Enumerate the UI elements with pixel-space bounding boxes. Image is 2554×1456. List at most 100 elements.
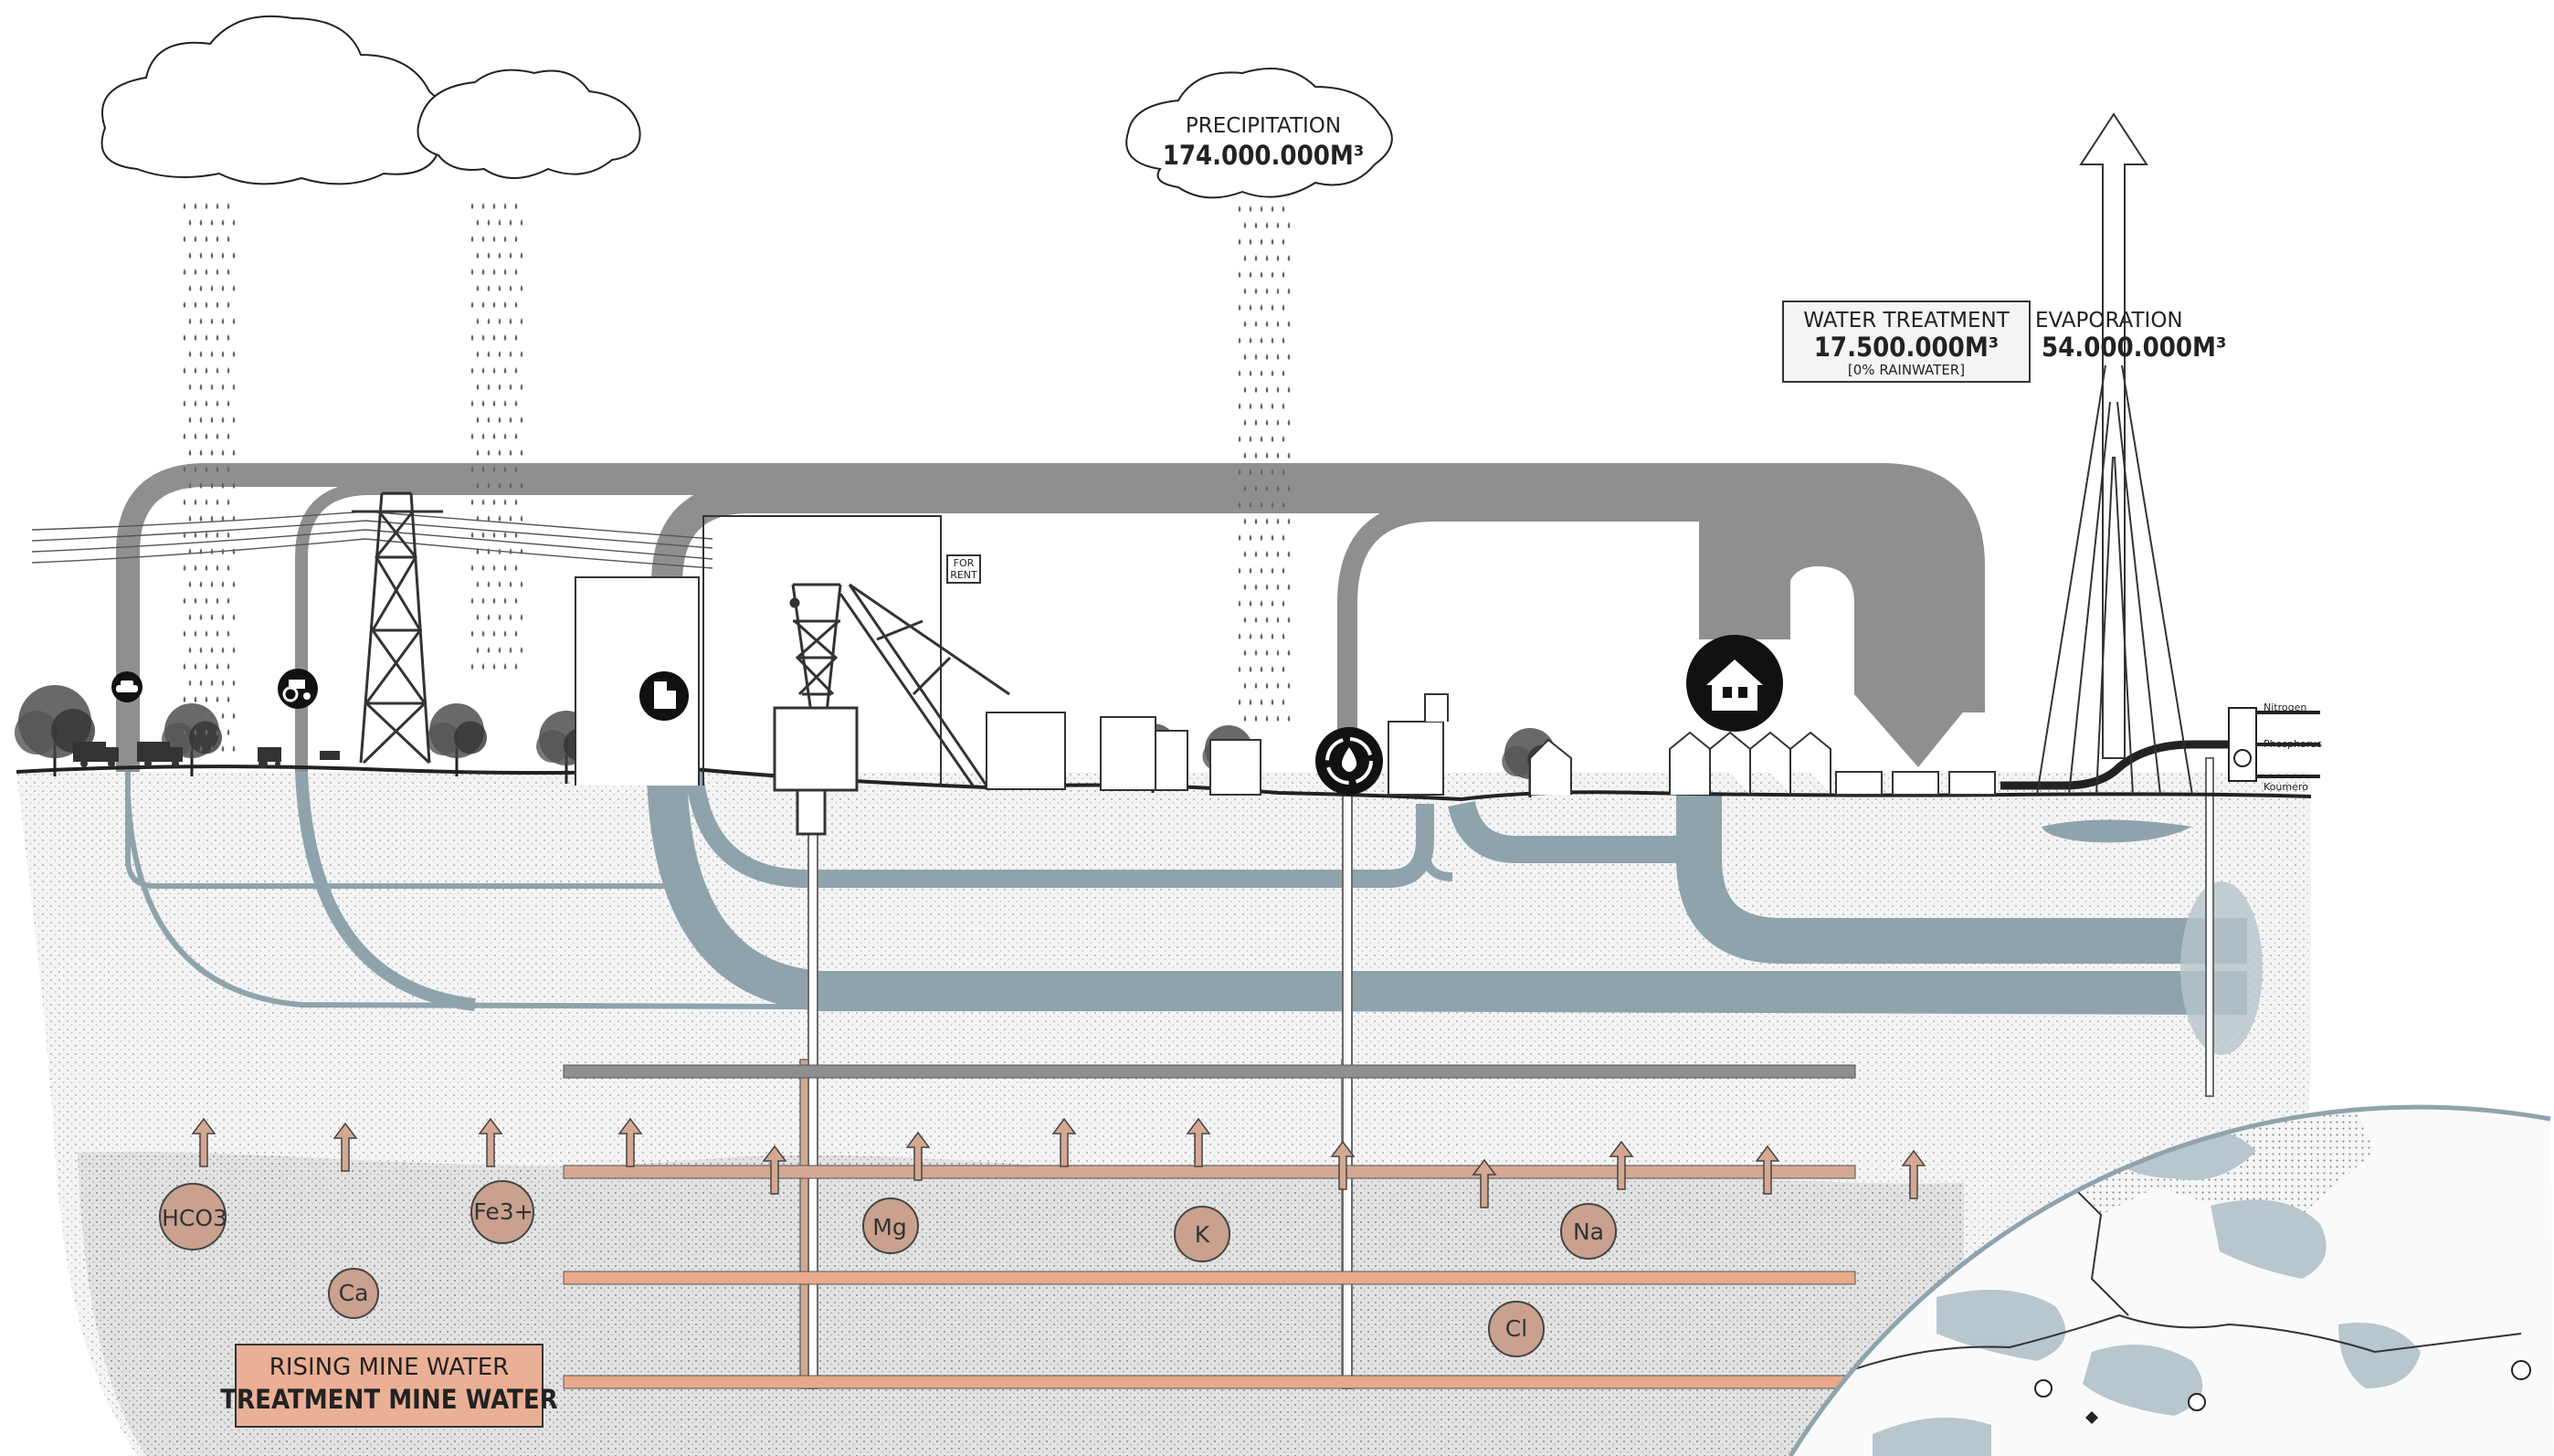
rain-drop <box>1266 617 1269 623</box>
rain-drop <box>211 219 214 226</box>
rain-drop <box>1239 337 1241 343</box>
rain-drop <box>1277 419 1280 426</box>
rain-drop <box>1288 353 1291 360</box>
rain-drop <box>216 499 219 505</box>
rain-drop <box>471 564 474 571</box>
rain-drop <box>1288 288 1291 294</box>
ion-cl: Cl <box>1505 1315 1527 1342</box>
rain-drop <box>488 318 491 324</box>
rain-drop <box>1282 436 1285 442</box>
rain-drop <box>482 532 485 538</box>
rain-drop <box>477 318 480 324</box>
rain-drop <box>1266 715 1269 722</box>
rain-drop <box>521 351 523 357</box>
for-rent-line-2: RENT <box>950 569 977 581</box>
rain-drop <box>482 499 485 505</box>
rain-drop <box>1255 584 1258 590</box>
rain-drop <box>1250 271 1252 278</box>
rain-drop <box>1261 600 1263 607</box>
rain-drop <box>499 548 501 554</box>
rain-drop <box>504 564 507 571</box>
rain-drop <box>477 449 480 456</box>
rain-drop <box>510 351 512 357</box>
rain-drop <box>211 647 214 653</box>
rain-drop <box>515 597 518 604</box>
rain-drop <box>510 581 512 587</box>
rain-drop <box>515 269 518 275</box>
rain-drop <box>1250 206 1252 212</box>
rain-drop <box>211 252 214 258</box>
for-rent-line-1: FOR <box>954 557 975 569</box>
rain-drop <box>189 449 192 456</box>
rain-drop <box>200 581 203 587</box>
rain-drop <box>1244 617 1247 623</box>
rain-drop <box>1282 534 1285 541</box>
rain-drop <box>195 597 197 604</box>
outlet-label-phosphorus: Phosphorus <box>2264 738 2322 750</box>
rain-drop <box>206 433 208 439</box>
rain-drop <box>1250 370 1252 376</box>
rain-drop <box>504 532 507 538</box>
rain-drop <box>521 647 523 653</box>
rain-drop <box>184 334 186 341</box>
rain-drop <box>216 203 219 209</box>
rain-drop <box>206 564 208 571</box>
rain-drop <box>488 548 491 554</box>
rain-drop <box>211 318 214 324</box>
rain-drop <box>206 532 208 538</box>
rain-drop <box>222 680 225 686</box>
pylon <box>352 493 443 763</box>
rain-drop <box>510 515 512 522</box>
rain-drop <box>493 630 496 637</box>
rain-drop <box>195 203 197 209</box>
rain-drop <box>1250 534 1252 541</box>
rain-drop <box>471 400 474 406</box>
rain-drop <box>216 564 219 571</box>
rain-drop <box>1255 551 1258 557</box>
rain-drop <box>1239 403 1241 409</box>
rain-drop <box>184 203 186 209</box>
gallery-rising <box>564 1166 1855 1178</box>
rain-drop <box>515 334 518 341</box>
rain-drop <box>504 499 507 505</box>
rain-drop <box>195 433 197 439</box>
rain-drop <box>504 367 507 374</box>
rain-drop <box>227 269 230 275</box>
rain-drop <box>200 614 203 620</box>
rain-drop <box>1282 337 1285 343</box>
rain-drop <box>1277 222 1280 228</box>
rain-drop <box>216 400 219 406</box>
rain-drop <box>471 334 474 341</box>
rain-drop <box>499 384 501 390</box>
rain-drop <box>1288 419 1291 426</box>
rain-drop <box>222 384 225 390</box>
rain-drop <box>222 219 225 226</box>
rain-drop <box>1244 321 1247 327</box>
rain-drop <box>189 581 192 587</box>
rain-drop <box>1288 551 1291 557</box>
evaporation-value: 54.000.000M³ <box>2042 332 2226 363</box>
rain-drop <box>1266 321 1269 327</box>
rain-drop <box>1288 617 1291 623</box>
rain-drop <box>488 449 491 456</box>
rain-drop <box>1255 682 1258 689</box>
rain-drop <box>189 219 192 226</box>
precipitation-label: PRECIPITATION <box>1186 114 1341 138</box>
rain-drop <box>222 351 225 357</box>
house-icon <box>1686 635 1783 732</box>
rain-drop <box>1277 682 1280 689</box>
rain-drop <box>1244 715 1247 722</box>
rain-drop <box>233 252 236 258</box>
rain-drop <box>227 203 230 209</box>
rain-drop <box>1255 288 1258 294</box>
outlet-label-koumero: Koumero <box>2264 781 2308 793</box>
rain-drop <box>206 696 208 702</box>
rain-drop <box>189 285 192 291</box>
rain-drop <box>216 532 219 538</box>
rain-drop <box>233 712 236 719</box>
rain-drop <box>482 334 485 341</box>
rain-drop <box>477 647 480 653</box>
rain-drop <box>233 647 236 653</box>
rain-drop <box>227 597 230 604</box>
outlet-label-nitrogen: Nitrogen <box>2264 702 2306 713</box>
